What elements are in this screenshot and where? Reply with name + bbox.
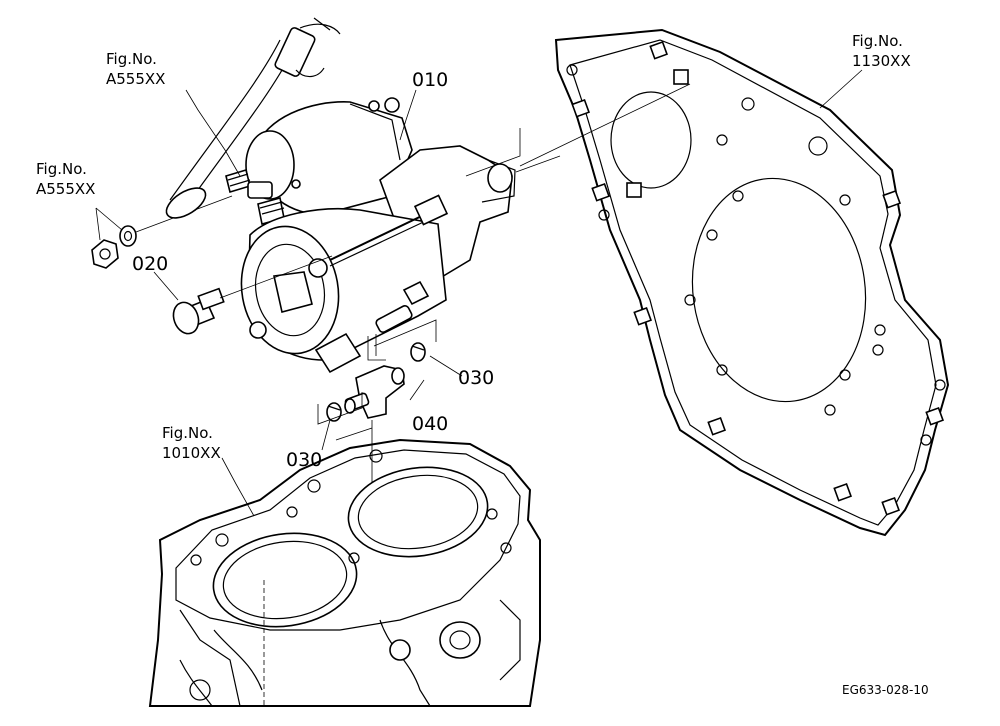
part-number-040: 040 <box>412 413 448 435</box>
part-number-030-right: 030 <box>458 367 494 389</box>
callout-fig-1010-line1: Fig.No. <box>162 424 213 442</box>
part-number-010: 010 <box>412 69 448 91</box>
callout-fig-a555-left-line2: A555XX <box>36 180 95 198</box>
callout-fig-a555-top-line1: Fig.No. <box>106 50 157 68</box>
callout-fig-1130-line2: 1130XX <box>852 52 911 70</box>
callout-fig-a555-left: Fig.No. A555XX <box>36 160 95 198</box>
mounting-axis-line <box>465 83 691 177</box>
flywheel-housing-plate <box>554 28 950 537</box>
cylinder-block <box>148 438 541 707</box>
callout-fig-1010-line2: 1010XX <box>162 444 221 462</box>
nut-washer <box>91 195 233 269</box>
part-number-030-left: 030 <box>286 449 322 471</box>
hose-clamp-030-right <box>410 342 426 362</box>
starter-motor <box>225 97 516 374</box>
callout-fig-1010: Fig.No. 1010XX <box>162 424 221 462</box>
drawing-code: EG633-028-10 <box>842 683 929 697</box>
part-number-020: 020 <box>132 253 168 275</box>
callout-fig-1130: Fig.No. 1130XX <box>852 32 911 70</box>
battery-cable <box>165 17 341 219</box>
callout-fig-1130-line1: Fig.No. <box>852 32 903 50</box>
callout-fig-a555-top: Fig.No. A555XX <box>106 50 165 88</box>
callout-fig-a555-left-line1: Fig.No. <box>36 160 87 178</box>
bolt-020 <box>172 255 333 335</box>
tee-fitting-040 <box>344 365 405 419</box>
callout-fig-a555-top-line2: A555XX <box>106 70 165 88</box>
